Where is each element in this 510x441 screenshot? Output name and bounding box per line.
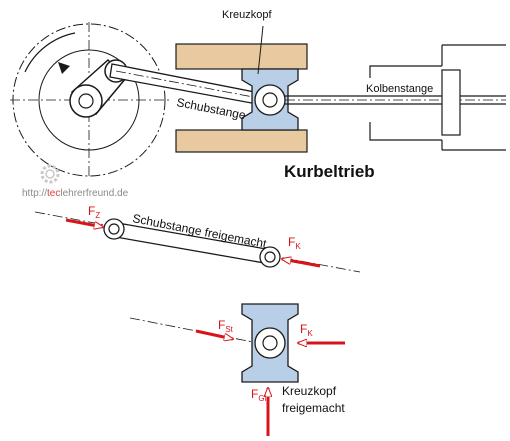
crosshead-leader-line: [257, 25, 264, 75]
force-fz-arrow: [65, 218, 103, 227]
rod-free-body: [34, 211, 361, 273]
rotation-arrow-icon: [58, 62, 70, 74]
force-fst-arrow: [195, 329, 233, 339]
upper-guide-rail: [175, 43, 308, 70]
diagram-title: Kurbeltrieb: [284, 162, 375, 181]
crosshead-free-body-label-line2: freigemacht: [282, 401, 345, 415]
crosshead-label: Kreuzkopf: [222, 9, 272, 21]
watermark-brand: tec: [47, 188, 60, 199]
piston-rod-cylinder: [285, 44, 506, 151]
piston-rod-label: Kolbenstange: [366, 83, 433, 95]
svg-text:http://teclehrerfreund.de: http://teclehrerfreund.de: [22, 188, 129, 199]
watermark-prefix: http://: [22, 188, 47, 199]
force-fk-arrow: [282, 259, 321, 268]
force-fk2-label: FK: [300, 322, 313, 338]
crank-wheel: [10, 22, 170, 178]
force-fk-label: FK: [288, 235, 301, 251]
lower-guide-rail: [175, 129, 308, 153]
force-fz-label: FZ: [88, 204, 100, 220]
crosshead-free-body: [129, 303, 345, 436]
crosshead-top: [241, 68, 299, 131]
watermark: http://teclehrerfreund.de: [22, 164, 129, 199]
guide-rails: [175, 43, 308, 153]
force-fgl-label: FGl: [251, 387, 267, 403]
force-fst-label: FSt: [218, 318, 234, 334]
watermark-domain: lehrerfreund.de: [60, 188, 128, 199]
rotation-arc: [24, 32, 76, 73]
gear-icon: [40, 164, 60, 184]
crosshead-free-body-label-line1: Kreuzkopf: [282, 384, 337, 398]
